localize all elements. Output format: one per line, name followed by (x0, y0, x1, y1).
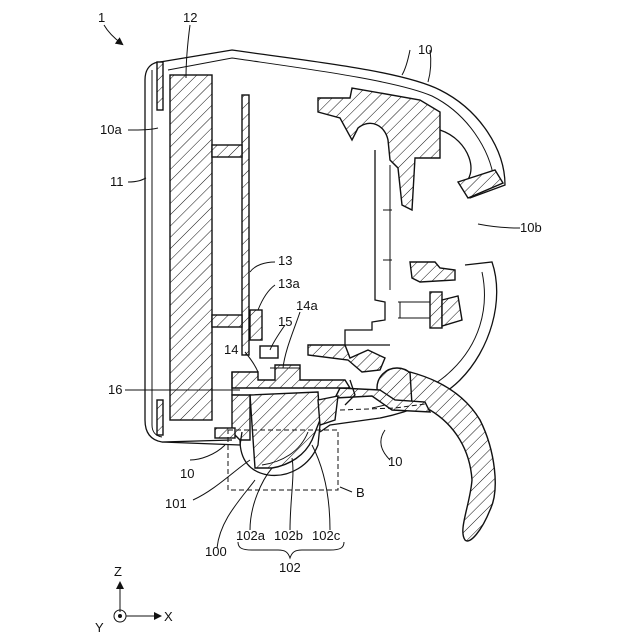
upper-bracket (318, 88, 440, 210)
label-board-part: 13a (278, 276, 300, 291)
label-connector: 14 (224, 342, 238, 357)
main-frame (345, 150, 390, 345)
fastener-bracket (410, 262, 455, 282)
board-part-13a (250, 310, 262, 340)
figure-number-label: 1 (98, 10, 105, 25)
label-display: 12 (183, 10, 197, 25)
label-detail-b: B (356, 485, 365, 500)
screw-shaft (398, 302, 430, 318)
screw-head (430, 292, 442, 328)
lens-brace (238, 542, 344, 558)
label-sensor-window: 101 (165, 496, 187, 511)
screw-nut (442, 296, 462, 326)
label-component: 15 (278, 314, 292, 329)
label-lens-b: 102b (274, 528, 303, 543)
board-standoff-top (212, 145, 242, 157)
label-lens-c: 102c (312, 528, 341, 543)
board-standoff-bottom (212, 315, 242, 327)
label-housing-bottom-left: 10 (180, 466, 194, 481)
axis-z-label: Z (114, 564, 122, 579)
axis-x-label: X (164, 609, 173, 624)
frame-inner (383, 165, 392, 290)
component-15 (260, 346, 278, 358)
sensor-side-right (318, 396, 338, 425)
front-wall (152, 70, 162, 437)
label-housing-top: 10 (418, 42, 432, 57)
axis-y-label: Y (95, 620, 104, 635)
label-lens-group: 102 (279, 560, 301, 575)
label-cover: 11 (110, 174, 124, 189)
lower-boss (308, 345, 385, 372)
axis-indicator (114, 583, 160, 622)
label-front-wall: 10a (100, 122, 122, 137)
label-gasket: 16 (108, 382, 122, 397)
display-panel (170, 75, 212, 420)
front-clip-bottom (157, 400, 163, 435)
circuit-board (242, 95, 249, 355)
figure-arrow (104, 25, 122, 44)
housing-inner (168, 58, 494, 180)
label-lens-a: 102a (236, 528, 266, 543)
lever-arm (410, 372, 495, 541)
front-clip-top (157, 62, 163, 110)
label-sensor-assembly: 100 (205, 544, 227, 559)
label-housing-bottom-mid: 10 (388, 454, 402, 469)
label-opening: 10b (520, 220, 542, 235)
label-board: 13 (278, 253, 292, 268)
label-connector-part: 14a (296, 298, 318, 313)
